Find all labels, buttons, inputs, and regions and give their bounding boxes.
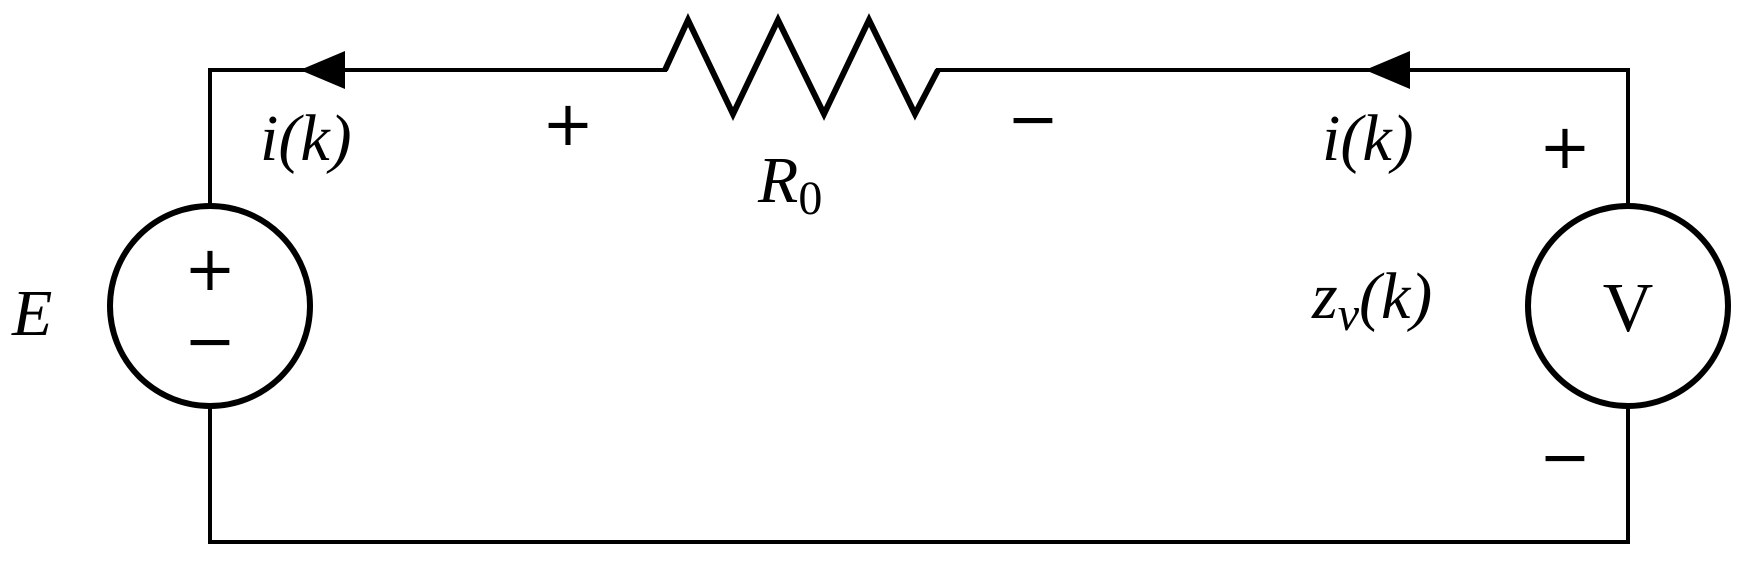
current-arrow-left bbox=[300, 51, 345, 89]
label-measurement-subscript: v bbox=[1338, 288, 1360, 341]
label-source-e: E bbox=[11, 277, 52, 350]
voltage-source-e bbox=[107, 203, 313, 409]
voltmeter bbox=[1525, 203, 1731, 409]
label-voltmeter-symbol: V bbox=[1603, 270, 1654, 347]
sign-minus-resistor: − bbox=[1007, 82, 1059, 155]
label-current-right: i(k) bbox=[1322, 102, 1414, 175]
sign-minus-voltmeter: − bbox=[1539, 420, 1591, 493]
label-resistor-main: R bbox=[757, 144, 798, 217]
label-measurement: zv(k) bbox=[1311, 260, 1432, 341]
sign-plus-source: + bbox=[184, 232, 236, 305]
wire-bottom bbox=[208, 405, 1630, 544]
wire-top-left bbox=[208, 68, 667, 207]
wire-top-right bbox=[936, 68, 1630, 207]
circuit-wires bbox=[208, 68, 1630, 544]
label-resistor-subscript: 0 bbox=[798, 172, 822, 225]
resistor-r0 bbox=[662, 12, 941, 121]
label-current-left: i(k) bbox=[260, 102, 352, 175]
label-measurement-arg: (k) bbox=[1359, 260, 1432, 333]
sign-plus-voltmeter: + bbox=[1539, 110, 1591, 183]
label-resistor: R0 bbox=[757, 144, 822, 225]
sign-plus-resistor: + bbox=[542, 87, 594, 160]
current-arrow-right bbox=[1365, 51, 1410, 89]
label-measurement-var: z bbox=[1311, 260, 1338, 333]
sign-minus-source: − bbox=[184, 304, 236, 377]
